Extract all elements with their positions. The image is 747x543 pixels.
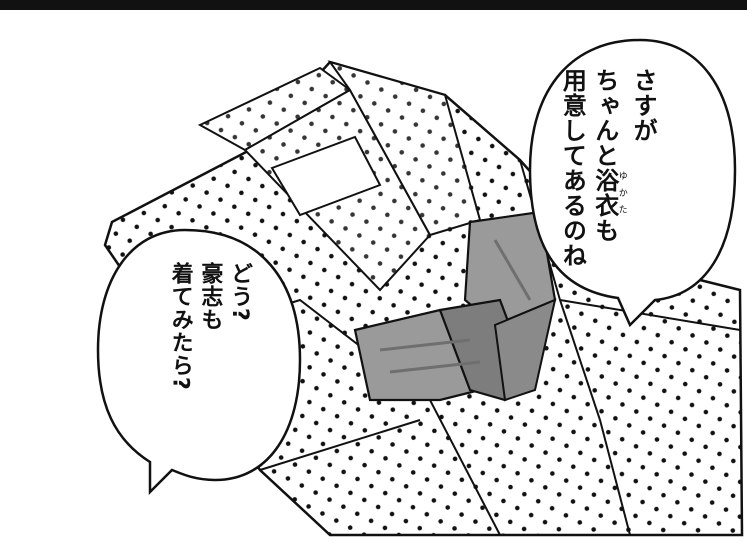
speech-line: どう? [227, 262, 253, 322]
furigana-reading: ゆかた [616, 168, 627, 218]
speech-line: ちゃんと浴衣ゆかたも [590, 68, 627, 243]
speech-line: さすが [629, 68, 658, 143]
panel-top-border [0, 0, 747, 10]
speech-line: 豪志も [197, 262, 223, 331]
obi-sash [353, 210, 557, 402]
speech-bubble-left [96, 228, 302, 496]
speech-line: 用意してあるのね [558, 68, 587, 268]
speech-line: 着てみたら? [167, 262, 193, 391]
furigana-word: 浴衣ゆかた [590, 168, 627, 218]
speech-bubble-right [528, 38, 737, 328]
speech-text-right: さすが ちゃんと浴衣ゆかたも 用意してあるのね [556, 68, 659, 268]
speech-text-left: どう? 豪志も 着てみたら? [165, 262, 254, 391]
